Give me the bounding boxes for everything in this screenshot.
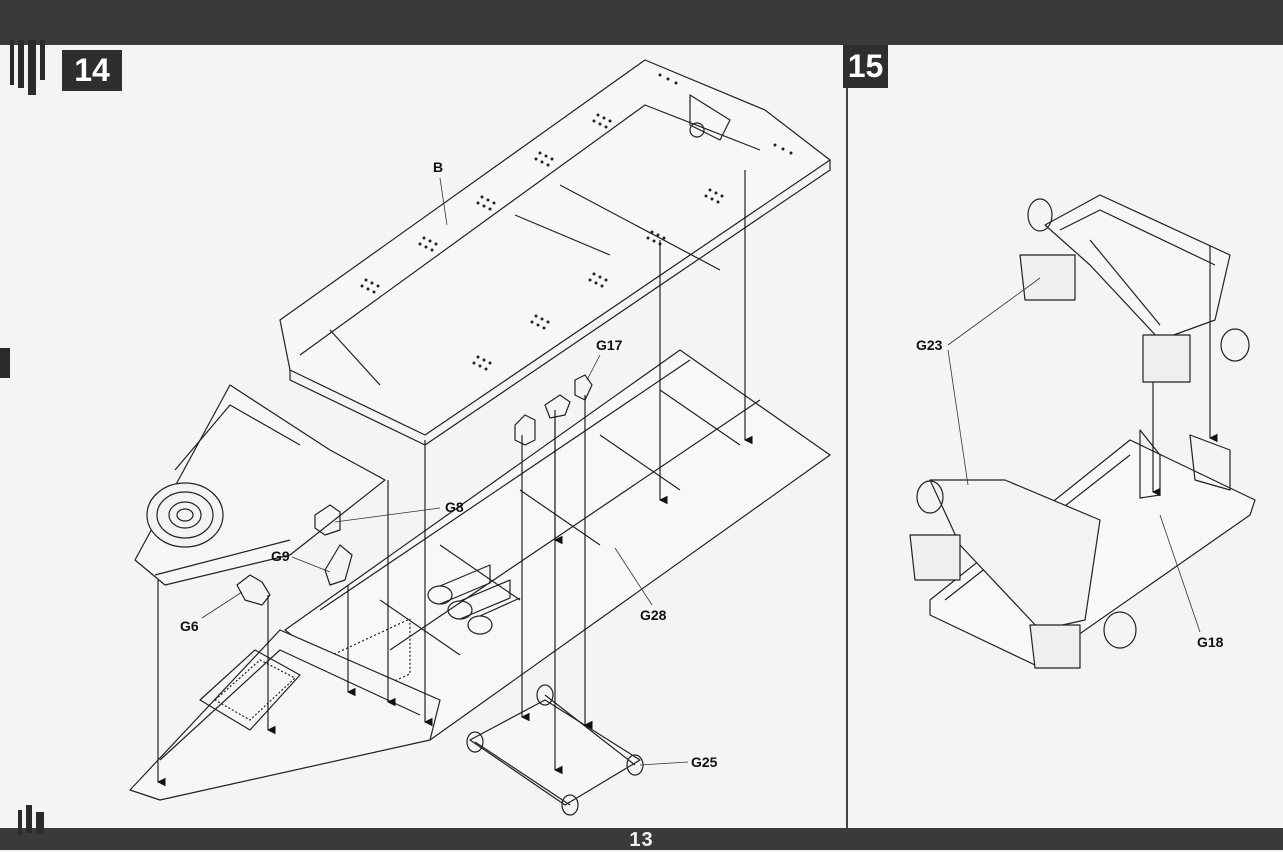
deck-part-b [279, 59, 831, 446]
label-part-g17: G17 [596, 337, 623, 353]
bogie-lower [909, 429, 1256, 669]
front-section [134, 384, 386, 586]
step-number-14: 14 [62, 50, 122, 91]
label-part-g28: G28 [640, 607, 667, 623]
lower-deck [129, 629, 441, 801]
page-number: 13 [629, 829, 654, 851]
panel-divider [846, 88, 848, 828]
bogie-upper [1019, 194, 1250, 383]
label-part-b: B [433, 159, 444, 175]
bottom-border-bar [0, 828, 1283, 850]
fuel-tanks [427, 564, 521, 635]
step-number-15: 15 [843, 45, 888, 88]
part-g9 [324, 544, 353, 586]
label-part-g6: G6 [180, 618, 199, 634]
label-part-g23: G23 [916, 337, 943, 353]
part-g6 [236, 574, 271, 606]
label-part-g8: G8 [445, 499, 464, 515]
leader-lines-step14 [201, 177, 689, 766]
assembly-arrows-step14 [156, 170, 753, 787]
part-g17 [514, 374, 593, 446]
part-g8 [314, 504, 341, 536]
label-part-g18: G18 [1197, 634, 1224, 650]
top-border-bar [0, 0, 1283, 45]
label-part-g9: G9 [271, 548, 290, 564]
leader-lines-step15 [947, 277, 1201, 633]
label-part-g25: G25 [691, 754, 718, 770]
assembly-arrows-step15 [1151, 245, 1218, 497]
